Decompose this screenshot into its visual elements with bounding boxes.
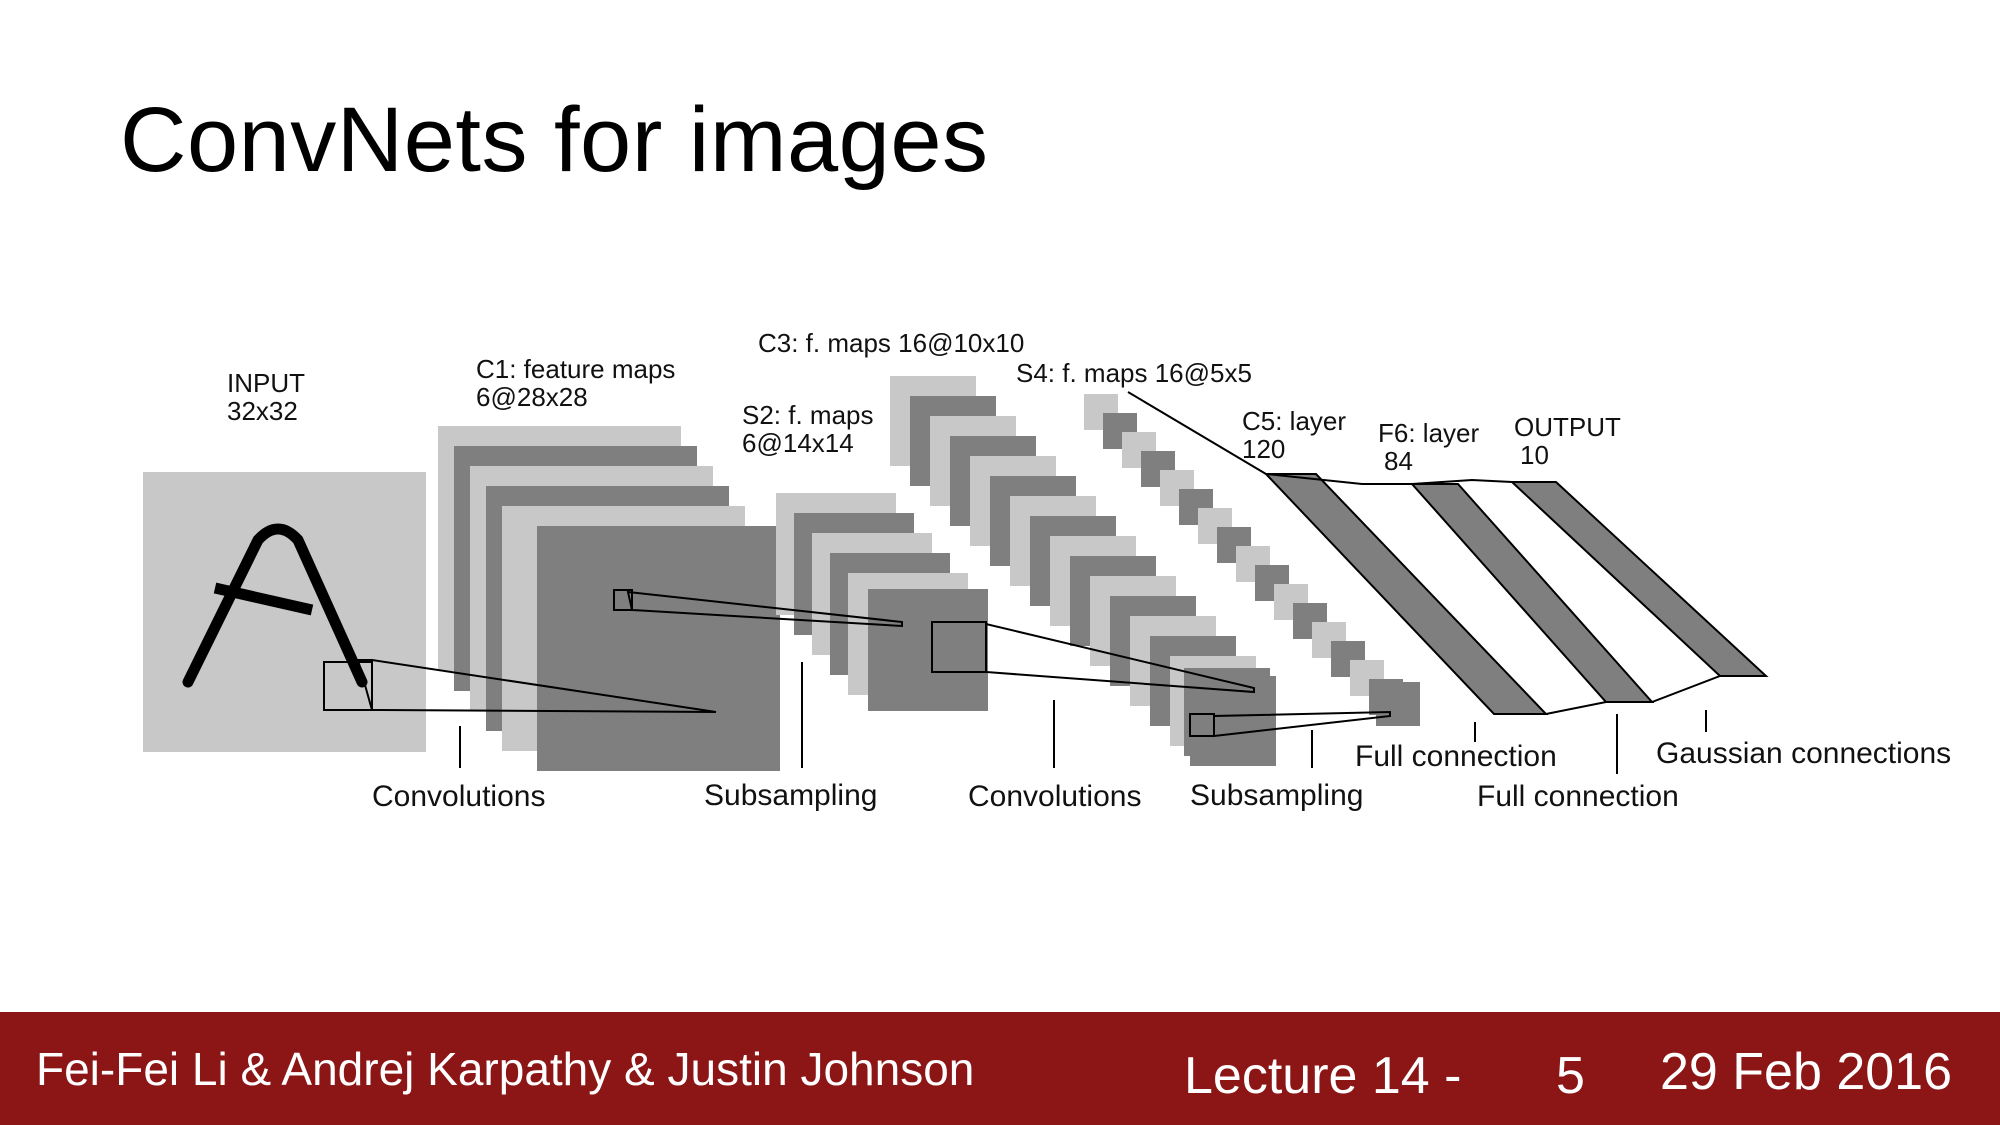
footer-page-number: 5 [1556, 1047, 1585, 1105]
diagram-labels: INPUT 32x32 C1: feature maps 6@28x28 S2:… [227, 328, 1951, 813]
handwritten-a-stroke [182, 523, 368, 688]
diagram-shapes [143, 376, 1769, 774]
op-full-connection-1: Full connection [1355, 740, 1557, 773]
conv2-projection [985, 622, 1255, 694]
f6-layer-size: 84 [1384, 446, 1413, 476]
receptive-field-box [613, 589, 633, 611]
footer-authors: Fei-Fei Li & Andrej Karpathy & Justin Jo… [36, 1043, 975, 1095]
conv1-projection [356, 659, 717, 713]
op-convolutions-1: Convolutions [372, 780, 545, 813]
s2-layer-name: S2: f. maps [742, 400, 874, 430]
slide-footer: Fei-Fei Li & Andrej Karpathy & Justin Jo… [0, 1012, 2000, 1125]
c1-feature-map [537, 526, 780, 771]
fc-top-connector [1265, 473, 1513, 485]
f6-layer-name: F6: layer [1378, 418, 1479, 448]
op-gaussian-connections: Gaussian connections [1656, 737, 1951, 770]
c3-feature-map [1184, 668, 1270, 756]
footer-date: 29 Feb 2016 [1660, 1043, 1953, 1101]
input-layer-name: INPUT [227, 368, 305, 398]
op-full-connection-2: Full connection [1477, 780, 1679, 813]
s2-layer-size: 6@14x14 [742, 428, 854, 458]
s4-layer-name: S4: f. maps 16@5x5 [1016, 358, 1252, 388]
c5-layer-size: 120 [1242, 434, 1285, 464]
fc-bottom-connector [1494, 675, 1766, 715]
output-layer-band [1509, 481, 1769, 677]
lenet-architecture-diagram: INPUT 32x32 C1: feature maps 6@28x28 S2:… [143, 328, 1951, 813]
slide-title: ConvNets for images [120, 89, 989, 191]
s4-feature-map [1376, 682, 1420, 726]
output-layer-name: OUTPUT [1514, 412, 1621, 442]
c5-layer-name: C5: layer [1242, 406, 1346, 436]
c1-layer-name: C1: feature maps [476, 354, 675, 384]
subsample1-projection [626, 590, 903, 628]
input-layer-size: 32x32 [227, 396, 298, 426]
c3-layer-name: C3: f. maps 16@10x10 [758, 328, 1024, 358]
footer-lecture: Lecture 14 - [1184, 1047, 1462, 1105]
c1-layer-size: 6@28x28 [476, 382, 588, 412]
receptive-field-box [323, 661, 373, 711]
s4-c5-connector [1127, 391, 1267, 475]
s2-feature-map [868, 589, 988, 711]
handwritten-a-crossbar [213, 582, 314, 616]
output-layer-size: 10 [1520, 440, 1549, 470]
op-subsampling-2: Subsampling [1190, 779, 1363, 812]
op-convolutions-2: Convolutions [968, 780, 1141, 813]
subsample2-projection [1213, 710, 1391, 738]
input-image [143, 472, 426, 752]
op-subsampling-1: Subsampling [704, 779, 877, 812]
f6-layer-band [1409, 483, 1655, 703]
